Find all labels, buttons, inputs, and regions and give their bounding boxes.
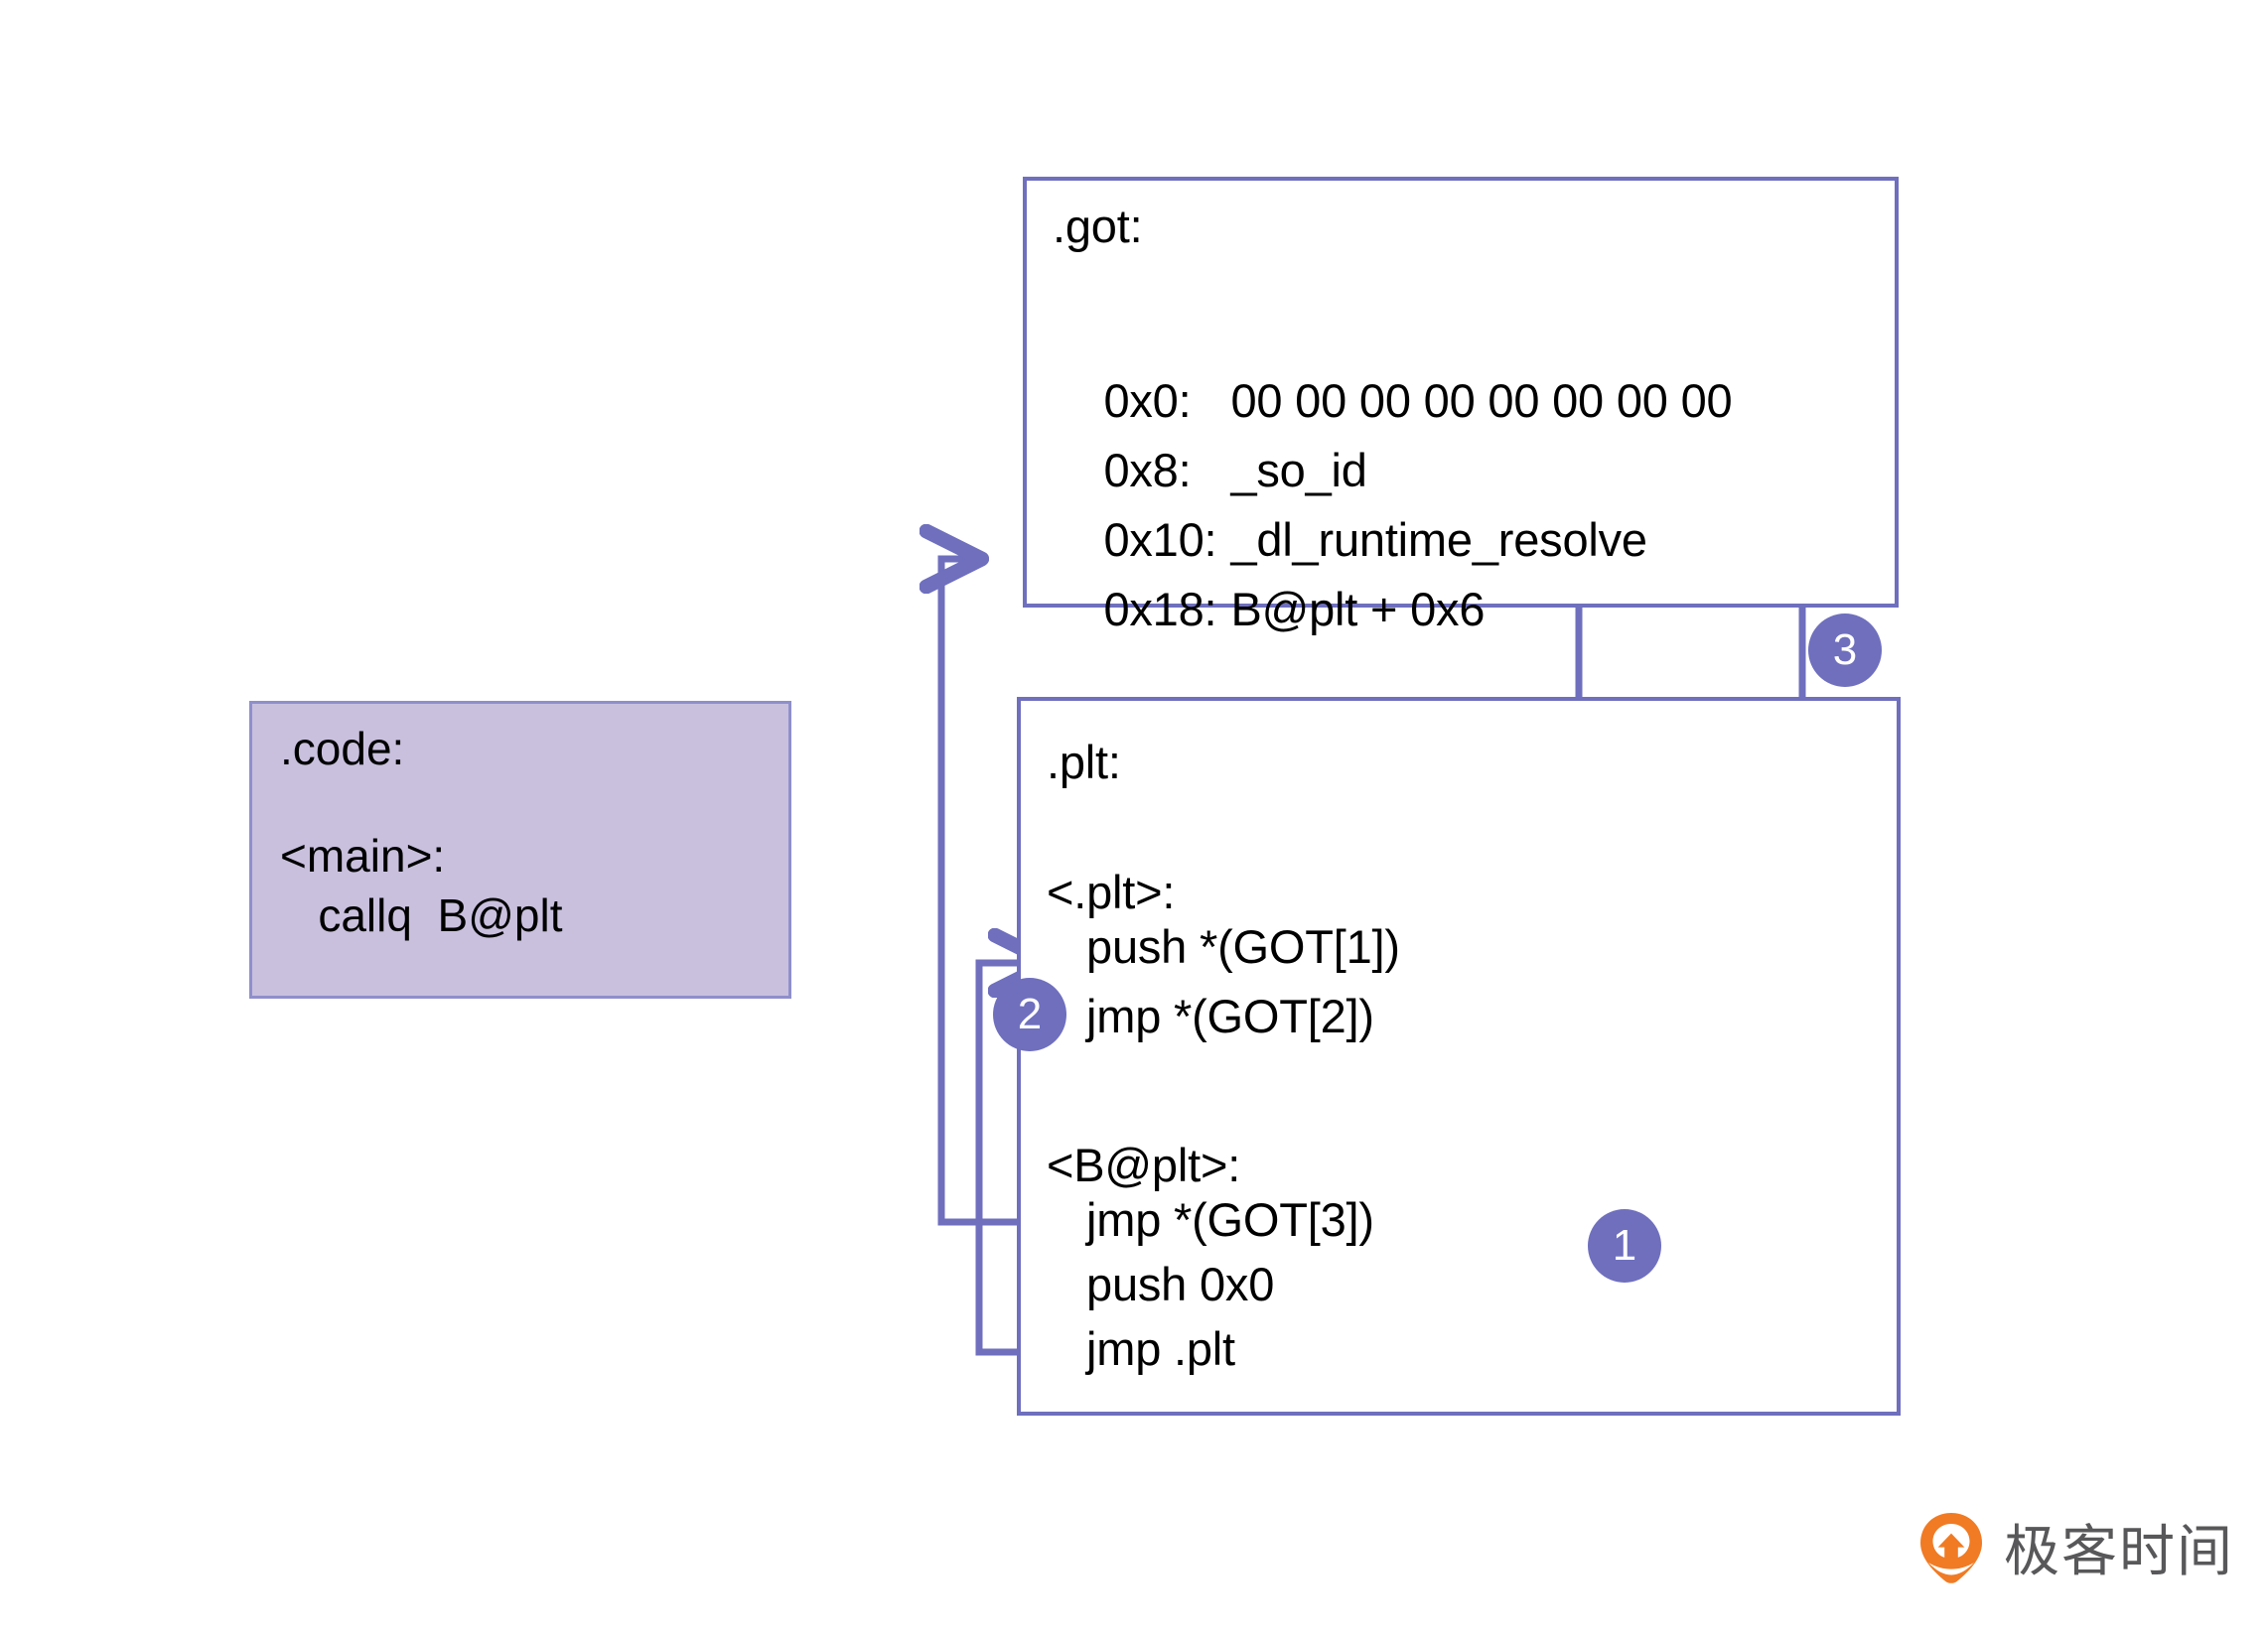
geektime-pin-icon [1914,1511,1988,1584]
got-address-0x18: 0x18: [1103,583,1217,635]
plt-section-title: .plt: [1047,736,1121,788]
got-address-0x0: 0x0: [1103,374,1192,427]
bplt-label: <B@plt>: [1047,1139,1241,1191]
got-section-box [1023,177,1899,608]
code-main-label: <main>: [280,830,446,882]
bplt-jmp-plt-instruction: jmp .plt [1086,1322,1235,1375]
got-row-0x8: 0x8: _so_id [1053,400,1367,540]
plt0-label: <.plt>: [1047,866,1176,918]
code-callq-instruction: callq B@plt [280,889,563,941]
step-badge-2: 2 [993,978,1066,1051]
code-section-box: .code: <main>: callq B@plt [249,701,791,999]
got-row-0x10: 0x10:_dl_runtime_resolve [1053,470,1647,610]
bplt-push-instruction: push 0x0 [1086,1258,1275,1310]
got-value-0x18: B@plt + 0x6 [1230,583,1486,635]
step-badge-1: 1 [1588,1209,1661,1283]
got-row-0x0: 0x0: 00 00 00 00 00 00 00 00 [1053,331,1732,471]
bplt-jmp-instruction: jmp *(GOT[3]) [1086,1193,1374,1246]
geektime-logo-text: 极客时间 [2004,1520,2234,1584]
got-value-0x0: 00 00 00 00 00 00 00 00 [1230,374,1733,427]
got-row-0x18: 0x18:B@plt + 0x6 [1053,539,1485,679]
got-address-0x8: 0x8: [1103,444,1192,496]
got-section-title: .got: [1053,200,1143,252]
got-address-0x10: 0x10: [1103,513,1217,566]
got-value-0x8: _so_id [1230,444,1367,496]
geektime-logo: 极客时间 [1914,1507,2234,1587]
plt0-push-instruction: push *(GOT[1]) [1086,920,1400,973]
code-section-title: .code: [280,723,405,774]
plt0-jmp-instruction: jmp *(GOT[2]) [1086,990,1374,1042]
plt-section-box [1017,697,1901,1416]
got-value-0x10: _dl_runtime_resolve [1230,513,1647,566]
step-badge-3: 3 [1808,614,1882,687]
